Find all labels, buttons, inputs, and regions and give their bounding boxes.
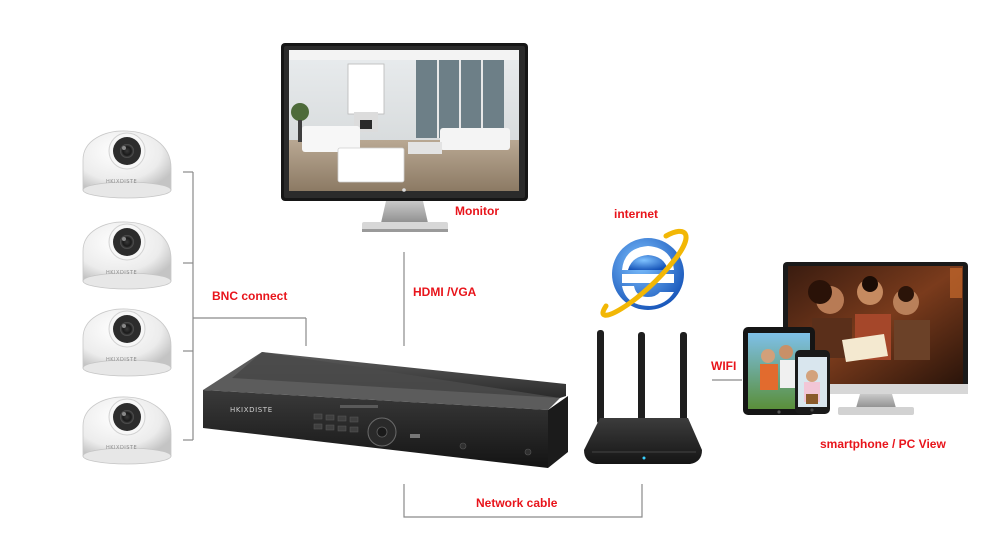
- internet-label: internet: [614, 207, 659, 221]
- svg-text:HKIXDISTE: HKIXDISTE: [106, 270, 137, 276]
- monitor-label: Monitor: [455, 204, 499, 218]
- svg-text:HKIXDISTE: HKIXDISTE: [106, 179, 137, 185]
- svg-text:HKIXDISTE: HKIXDISTE: [230, 406, 273, 414]
- svg-text:HKIXDISTE: HKIXDISTE: [106, 357, 137, 363]
- camera-2: HKIXDISTE: [82, 221, 172, 290]
- dvr-recorder: HKIXDISTE: [203, 352, 568, 468]
- bnc-connect-label: BNC connect: [212, 289, 288, 303]
- monitor: [281, 43, 528, 232]
- tablet: [743, 327, 815, 415]
- camera-3: HKIXDISTE: [82, 308, 172, 377]
- camera-1: HKIXDISTE: [82, 130, 172, 199]
- bnc-lines: [183, 171, 307, 441]
- internet-icon: [600, 228, 689, 318]
- wifi-label: WIFI: [711, 359, 737, 373]
- network-cable-label: Network cable: [476, 496, 558, 510]
- svg-text:HKIXDISTE: HKIXDISTE: [106, 445, 137, 451]
- network-cable-line: [403, 484, 643, 518]
- router: [584, 330, 702, 464]
- smartphone-pc-view-label: smartphone / PC View: [820, 437, 946, 451]
- hdmi-vga-label: HDMI /VGA: [413, 285, 477, 299]
- smartphone: [795, 350, 830, 414]
- camera-4: HKIXDISTE: [82, 396, 172, 465]
